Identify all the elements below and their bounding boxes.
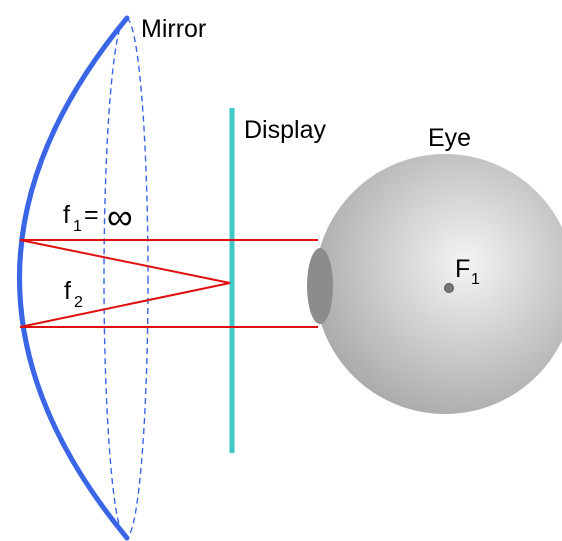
focal-point-label: F 1 (455, 255, 480, 288)
focus-subscript-label: 1 (471, 271, 480, 288)
mirror-label: Mirror (141, 15, 206, 43)
f2-label: f 2 (64, 277, 83, 311)
f1-infinity-label: ∞ (107, 196, 133, 237)
focus-base-label: F (455, 255, 470, 283)
f1-equals-label: = (84, 201, 99, 229)
light-rays (19, 239, 318, 328)
eye-pupil (307, 248, 333, 324)
eye-label: Eye (428, 124, 471, 152)
ray-top-diagonal (19, 239, 231, 284)
display-label: Display (244, 116, 326, 144)
f2-base-label: f (64, 277, 71, 305)
ray-bottom-diagonal (19, 282, 231, 328)
mirror-surface (17, 15, 130, 541)
eye-ball (315, 154, 562, 414)
focal-point-f1 (444, 283, 454, 293)
f1-subscript-label: 1 (73, 218, 82, 235)
f1-base-label: f (63, 201, 70, 229)
mirror-rim-dashed (103, 17, 149, 539)
f2-subscript-label: 2 (74, 294, 83, 311)
f1-equals-infinity-label: f 1 = ∞ (63, 196, 133, 237)
